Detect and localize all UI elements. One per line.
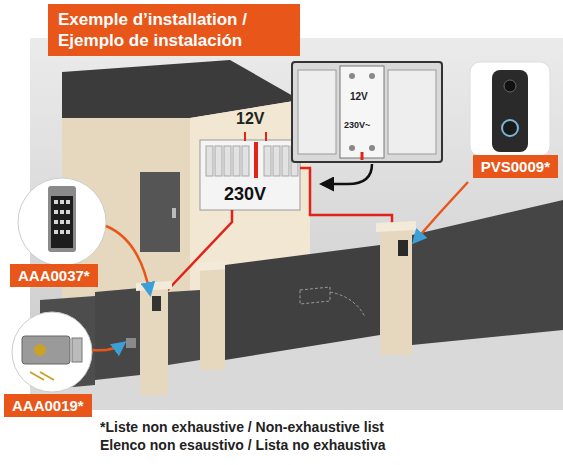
- gate-motor-outline: [300, 287, 330, 304]
- product-code: AAA0037*: [18, 266, 90, 285]
- breaker: [273, 146, 280, 176]
- key: [66, 200, 70, 204]
- breakers: [206, 146, 298, 176]
- product-code: AAA0019*: [12, 396, 84, 415]
- gate-post: [200, 265, 225, 370]
- terminal-screw: [369, 73, 375, 79]
- fence-panel: [412, 200, 563, 345]
- red-wire-stub: [361, 152, 364, 160]
- lock-key: [40, 372, 54, 380]
- leader-arrow: [92, 343, 124, 350]
- terminal-screw: [369, 145, 375, 151]
- keypad-face: [51, 196, 73, 248]
- key: [66, 230, 70, 234]
- product-tag: PVS0009*: [473, 155, 558, 178]
- module-marking: 230V~: [344, 120, 370, 130]
- gate-motor-arm: [330, 292, 365, 317]
- camera-lens: [504, 80, 516, 92]
- keypad-body: [48, 186, 76, 252]
- din-module: [388, 70, 436, 154]
- key: [60, 230, 64, 234]
- din-rail-zoom: [292, 62, 442, 162]
- door-handle: [172, 208, 176, 218]
- product-photo-frame: [470, 62, 550, 156]
- lock-cylinder: [34, 344, 46, 356]
- motorised-gate: [225, 245, 380, 360]
- post-cap: [136, 281, 172, 291]
- gate-lock: [126, 338, 136, 348]
- product-photo-frame: [18, 178, 106, 266]
- leader-arrow: [414, 182, 468, 242]
- terminal-screw: [349, 145, 355, 151]
- power-supply-module: [340, 66, 384, 158]
- breaker: [206, 146, 213, 176]
- din-module: [298, 70, 336, 154]
- voltage-label: 12V: [236, 110, 264, 128]
- key: [66, 220, 70, 224]
- leader-arrow: [106, 226, 150, 294]
- gate-post: [380, 225, 412, 355]
- house-door: [140, 172, 180, 252]
- lock-strike: [72, 338, 82, 362]
- post-cap: [376, 221, 416, 232]
- lock-body: [22, 336, 70, 364]
- red-pointer: [244, 132, 246, 141]
- key: [54, 210, 58, 214]
- key: [54, 200, 58, 204]
- terminal-screw: [349, 73, 355, 79]
- pedestrian-gate: [95, 288, 140, 380]
- key: [66, 210, 70, 214]
- product-code: PVS0009*: [481, 157, 550, 176]
- product-tag: AAA0037*: [10, 264, 98, 287]
- voltage-label: 230V: [224, 184, 266, 205]
- key: [60, 210, 64, 214]
- key: [54, 220, 58, 224]
- key: [60, 200, 64, 204]
- product-tag: AAA0019*: [4, 394, 92, 417]
- breaker: [215, 146, 222, 176]
- keypad-keys: [54, 200, 70, 234]
- power-supply-marker: [254, 142, 258, 178]
- zoom-arrow: [322, 164, 372, 184]
- title-banner: Exemple d’installation / Ejemplo de inst…: [48, 4, 300, 56]
- red-pointer: [265, 132, 267, 141]
- scene-background: [30, 38, 563, 410]
- breaker: [242, 146, 249, 176]
- caption: *Liste non exhaustive / Non-exhaustive l…: [100, 418, 394, 454]
- fence-panel: [168, 290, 200, 365]
- product-photo-frame: [12, 312, 92, 392]
- key: [54, 230, 58, 234]
- breaker: [282, 146, 289, 176]
- post-cap: [196, 261, 229, 271]
- electrical-panel: [200, 140, 300, 210]
- key: [60, 220, 64, 224]
- gate-post: [140, 285, 168, 395]
- breaker: [264, 146, 271, 176]
- module-marking: 12V: [350, 91, 368, 103]
- breaker: [224, 146, 231, 176]
- call-button: [502, 120, 518, 136]
- intercom-mount: [398, 240, 408, 256]
- keypad-mount: [152, 296, 161, 311]
- video-intercom-unit: [492, 70, 528, 152]
- breaker: [233, 146, 240, 176]
